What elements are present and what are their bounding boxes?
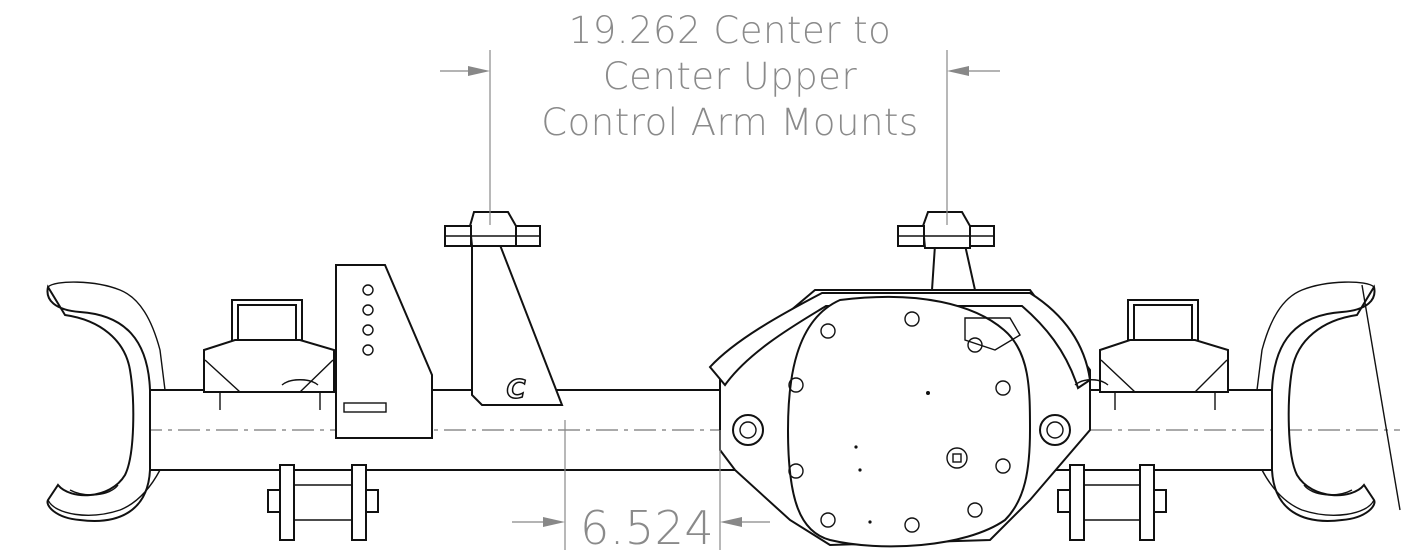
right-lower-mount (1057, 464, 1167, 541)
bottom-dimension-lines (512, 420, 770, 550)
dimension-line-3: Control Arm Mounts (541, 101, 919, 144)
upper-arm-spacing-label: 19.262 Center to Center Upper Control Ar… (510, 8, 950, 146)
dimension-line-1: 19.262 Center to (568, 9, 892, 52)
right-spring-perch (1074, 299, 1229, 410)
right-upper-arm-mount (897, 211, 995, 291)
offset-dimension-label: 6.524 (580, 501, 715, 555)
dimension-line-2: Center Upper (602, 55, 858, 98)
left-spring-perch (203, 299, 335, 410)
differential (708, 289, 1092, 548)
right-knuckle (1256, 281, 1401, 522)
left-upper-arm-mount: C (444, 211, 564, 406)
bracket-logo: C (506, 375, 525, 405)
lower-arm-bracket (335, 264, 433, 439)
left-lower-mount (267, 464, 379, 541)
top-dimension-lines (440, 50, 1000, 225)
left-knuckle (46, 281, 166, 522)
